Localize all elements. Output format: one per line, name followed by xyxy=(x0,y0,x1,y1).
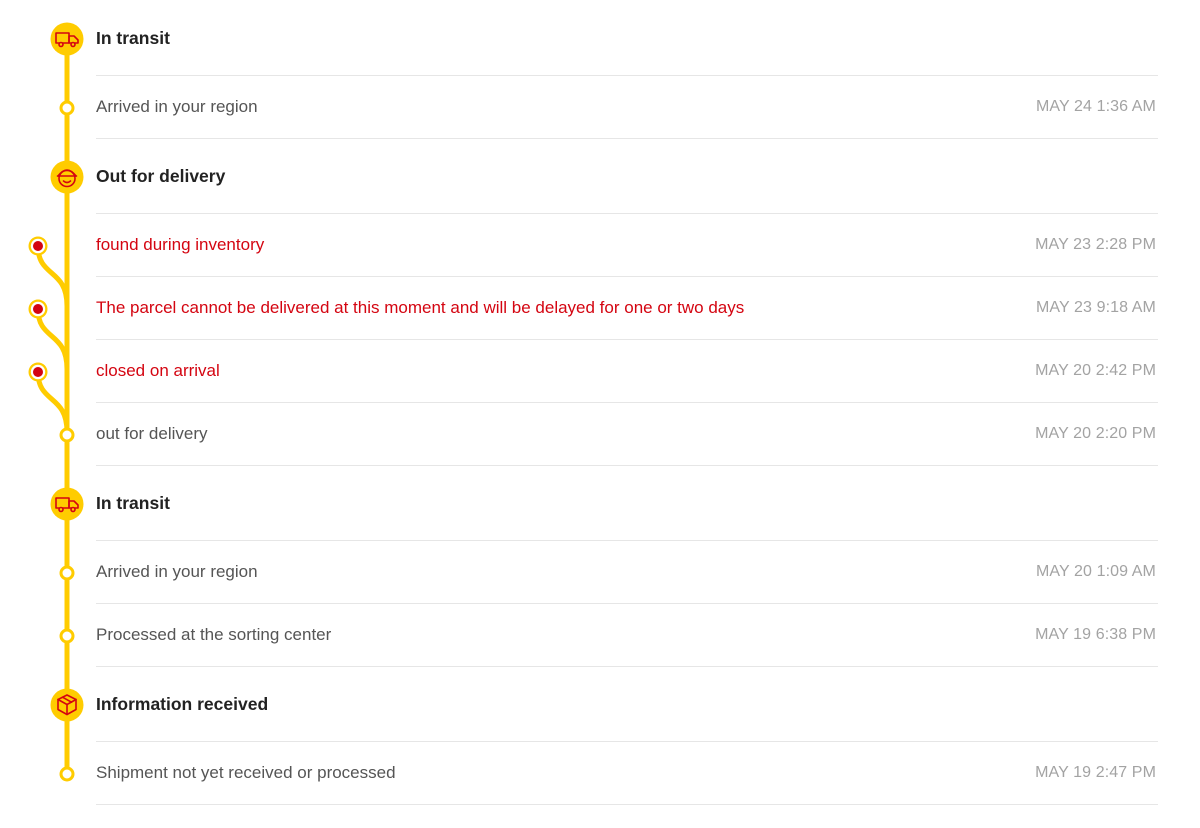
row-divider xyxy=(96,465,1158,466)
event-timestamp: MAY 23 9:18 AM xyxy=(1036,299,1156,316)
event-row: Processed at the sorting center MAY 19 6:… xyxy=(96,604,1158,667)
status-marker xyxy=(50,487,84,521)
row-divider xyxy=(96,804,1158,805)
event-timestamp: MAY 19 2:47 PM xyxy=(1035,764,1156,781)
event-row: out for delivery MAY 20 2:20 PM xyxy=(96,403,1158,466)
truck-icon xyxy=(55,497,79,513)
exception-event-row: found during inventory MAY 23 2:28 PM xyxy=(96,214,1158,277)
event-dot xyxy=(59,427,75,443)
event-description: closed on arrival xyxy=(96,361,220,380)
package-icon xyxy=(57,694,77,716)
exception-event-row: The parcel cannot be delivered at this m… xyxy=(96,277,1158,340)
event-row: Shipment not yet received or processed MA… xyxy=(96,742,1158,805)
status-title: Out for delivery xyxy=(96,166,226,186)
event-timestamp: MAY 24 1:36 AM xyxy=(1036,98,1156,115)
event-dot xyxy=(59,100,75,116)
event-description: out for delivery xyxy=(96,424,208,443)
event-timestamp: MAY 20 2:20 PM xyxy=(1035,425,1156,442)
row-divider xyxy=(96,213,1158,214)
exception-dot xyxy=(33,241,43,251)
status-title: In transit xyxy=(96,493,170,513)
event-description: Processed at the sorting center xyxy=(96,625,332,644)
courier-icon xyxy=(56,169,78,188)
event-timestamp: MAY 20 1:09 AM xyxy=(1036,563,1156,580)
status-group-header: In transit xyxy=(96,1,1158,76)
event-row: Arrived in your region MAY 20 1:09 AM xyxy=(96,541,1158,604)
status-marker xyxy=(50,160,84,194)
row-divider xyxy=(96,75,1158,76)
status-title: In transit xyxy=(96,28,170,48)
row-divider xyxy=(96,540,1158,541)
exception-branch xyxy=(35,308,70,370)
status-group-header: Out for delivery xyxy=(96,139,1158,214)
event-description: Shipment not yet received or processed xyxy=(96,763,396,782)
event-timestamp: MAY 19 6:38 PM xyxy=(1035,626,1156,643)
status-group-header: Information received xyxy=(96,667,1158,742)
event-description: Arrived in your region xyxy=(96,562,258,581)
status-title: Information received xyxy=(96,694,269,714)
event-dot xyxy=(59,766,75,782)
row-divider xyxy=(96,603,1158,604)
row-divider xyxy=(96,666,1158,667)
event-timestamp: MAY 20 2:42 PM xyxy=(1035,362,1156,379)
row-divider xyxy=(96,276,1158,277)
exception-event-row: closed on arrival MAY 20 2:42 PM xyxy=(96,340,1158,403)
truck-icon xyxy=(55,32,79,48)
event-row: Arrived in your region MAY 24 1:36 AM xyxy=(96,76,1158,139)
exception-dot xyxy=(33,367,43,377)
event-dot xyxy=(59,565,75,581)
row-divider xyxy=(96,741,1158,742)
exception-dot xyxy=(33,304,43,314)
event-description: Arrived in your region xyxy=(96,97,258,116)
row-divider xyxy=(96,402,1158,403)
row-divider xyxy=(96,138,1158,139)
row-divider xyxy=(96,339,1158,340)
status-group-header: In transit xyxy=(96,466,1158,541)
event-dot xyxy=(59,628,75,644)
status-marker xyxy=(50,22,84,56)
event-description: found during inventory xyxy=(96,235,265,254)
exception-branch xyxy=(35,371,70,433)
event-description: The parcel cannot be delivered at this m… xyxy=(96,298,745,317)
event-timestamp: MAY 23 2:28 PM xyxy=(1035,236,1156,253)
exception-branch xyxy=(35,245,70,307)
